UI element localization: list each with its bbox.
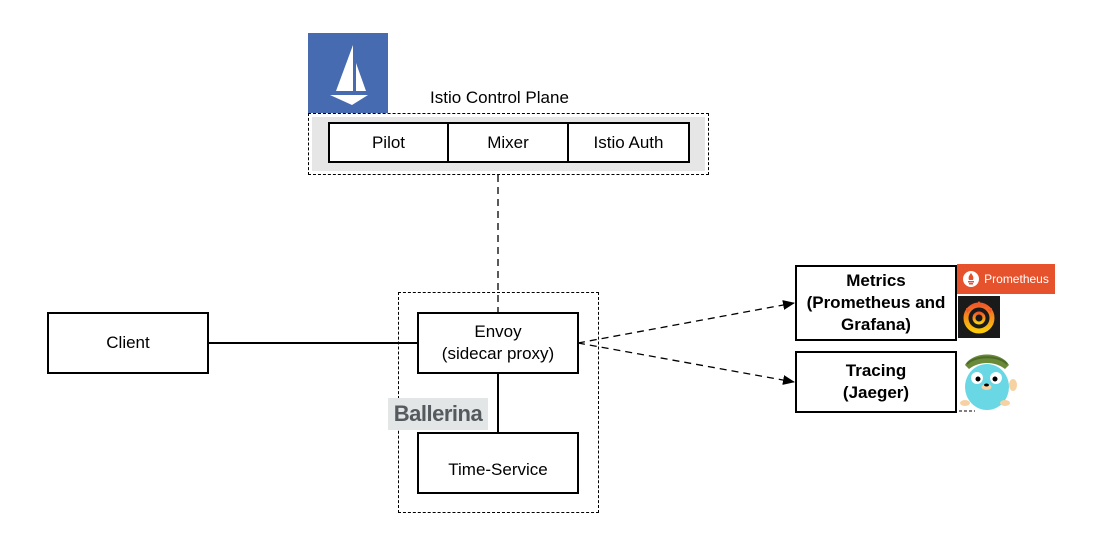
prometheus-flame-icon [963,271,980,287]
mixer-box: Mixer [447,122,569,163]
tracing-title: Tracing [845,361,907,380]
control-plane-label: Istio Control Plane [430,88,569,107]
metrics-detail-2: Grafana) [841,315,911,334]
jaeger-gopher-icon [955,345,1025,415]
metrics-detail-1: (Prometheus and [806,293,946,312]
grafana-icon [958,296,1000,338]
time-service-label: Time-Service [448,460,548,479]
istio-auth-box: Istio Auth [567,122,690,163]
time-service-box: Time-Service [417,432,579,494]
metrics-title: Metrics [846,271,906,290]
client-label: Client [106,333,150,352]
envoy-label: Envoy [474,322,522,341]
envoy-box: Envoy (sidecar proxy) [417,312,579,374]
control-plane-frame [308,113,709,175]
metrics-arrow [577,300,795,344]
prometheus-logo: Prometheus [957,264,1055,294]
tracing-arrow [577,342,795,385]
prometheus-logo-text: Prometheus [984,272,1049,286]
client-box: Client [47,312,209,374]
pilot-box: Pilot [328,122,449,163]
istio-sail-icon [308,33,388,113]
metrics-box: Metrics (Prometheus and Grafana) [795,265,957,341]
ballerina-logo: Ballerina [388,398,488,430]
tracing-box: Tracing (Jaeger) [795,351,957,413]
tracing-detail: (Jaeger) [842,383,910,402]
envoy-sublabel: (sidecar proxy) [441,344,555,363]
